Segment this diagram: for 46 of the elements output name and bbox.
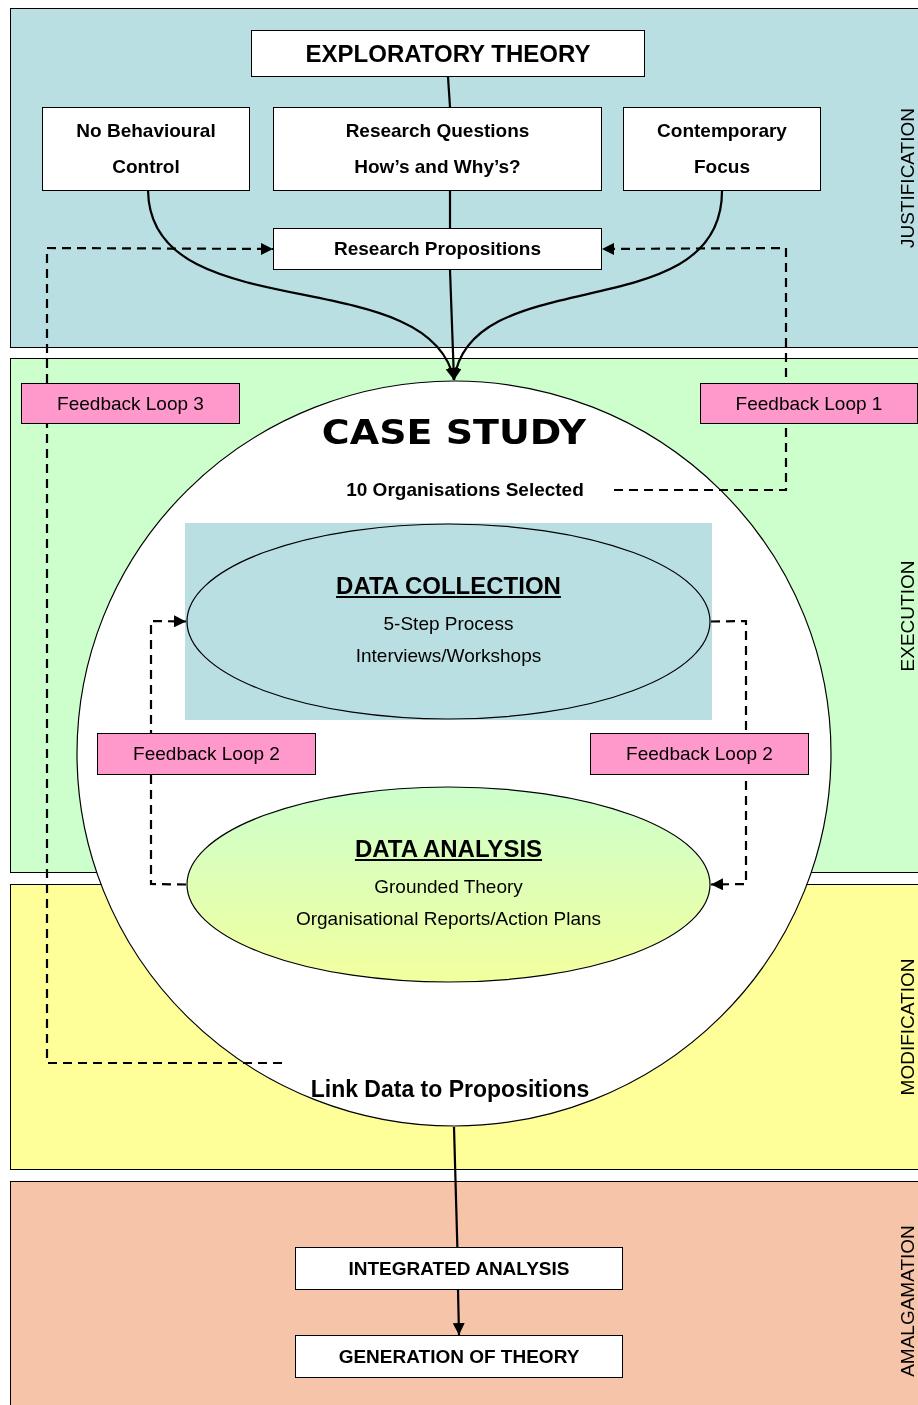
process-box bbox=[42, 107, 250, 191]
node-text: GENERATION OF THEORY bbox=[338, 1345, 580, 1368]
node-text: EXPLORATORY THEORY bbox=[305, 39, 591, 68]
stage-label: MODIFICATION bbox=[897, 958, 918, 1096]
dashed-arrow bbox=[45, 242, 282, 1065]
dashed-arrow bbox=[711, 619, 748, 891]
arrow bbox=[452, 1289, 465, 1336]
node-text: No Behavioural bbox=[76, 120, 216, 142]
edge-label: Feedback Loop 2 bbox=[97, 733, 316, 775]
stage-label: EXECUTION bbox=[897, 560, 918, 671]
ellipse-title: DATA COLLECTION bbox=[336, 571, 561, 600]
process-box bbox=[273, 228, 602, 270]
ellipse-text: 5-Step Process bbox=[383, 612, 514, 635]
node-text: Control bbox=[112, 156, 180, 178]
node-text: Contemporary bbox=[657, 120, 787, 142]
stage-ellipse bbox=[186, 523, 711, 720]
arrow bbox=[147, 190, 455, 381]
arrow bbox=[452, 190, 724, 381]
edge-label: Feedback Loop 3 bbox=[21, 383, 240, 424]
connector-line bbox=[446, 76, 452, 108]
node-text: INTEGRATED ANALYSIS bbox=[348, 1257, 570, 1280]
node-text: 10 Organisations Selected bbox=[316, 477, 614, 503]
node-text: Research Propositions bbox=[334, 238, 541, 260]
dashed-arrow bbox=[602, 242, 788, 492]
connector-line bbox=[452, 1126, 459, 1248]
process-box bbox=[251, 30, 645, 77]
edge-label: Feedback Loop 2 bbox=[590, 733, 809, 775]
node-text: How’s and Why’s? bbox=[354, 156, 521, 178]
edge-label: Feedback Loop 1 bbox=[700, 383, 918, 424]
stage-label: JUSTIFICATION bbox=[897, 108, 918, 248]
ellipse-text: Interviews/Workshops bbox=[355, 644, 542, 667]
process-box bbox=[273, 107, 602, 191]
connector-line bbox=[448, 191, 452, 228]
stage-ellipse bbox=[186, 786, 711, 983]
node-text: Focus bbox=[694, 156, 750, 178]
process-box bbox=[623, 107, 821, 191]
ellipse-text: Organisational Reports/Action Plans bbox=[295, 907, 602, 930]
circle-title: CASE STUDY bbox=[321, 412, 587, 452]
node-text: Research Questions bbox=[345, 120, 530, 142]
dashed-arrow bbox=[149, 615, 186, 886]
ellipse-text: Grounded Theory bbox=[374, 875, 523, 898]
process-box bbox=[295, 1335, 623, 1378]
ellipse-title: DATA ANALYSIS bbox=[354, 834, 543, 863]
process-box bbox=[295, 1247, 623, 1290]
stage-label: AMALGAMATION bbox=[897, 1225, 918, 1377]
node-text: Link Data to Propositions bbox=[282, 1074, 618, 1104]
